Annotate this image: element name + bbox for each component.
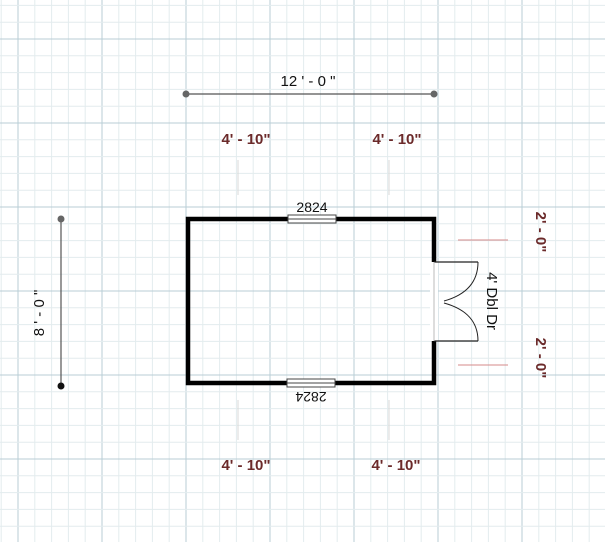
right-upper-segment-label: 2' - 0" — [532, 212, 549, 253]
bottom-window-label: 2824 — [295, 389, 326, 405]
overall-depth-label: 8 ' - 0 " — [31, 290, 48, 337]
overall-width-start-handle[interactable] — [182, 90, 190, 98]
door-guide-lines — [458, 239, 508, 366]
right-lower-segment-label: 2' - 0" — [532, 338, 549, 379]
overall-width-dimension[interactable]: 12 ' - 0 " — [182, 73, 438, 98]
bottom-right-segment-label: 4' - 10" — [371, 457, 420, 474]
overall-depth-end-handle[interactable] — [57, 382, 65, 390]
wall-outline[interactable] — [185, 216, 437, 386]
overall-width-end-handle[interactable] — [430, 90, 438, 98]
door-swing-arc-bottom — [443, 302, 479, 342]
double-door[interactable]: 4' Dbl Dr — [430, 261, 500, 342]
top-window[interactable]: 2824 — [287, 199, 337, 224]
room-walls[interactable] — [185, 216, 437, 386]
top-window-label: 2824 — [296, 199, 327, 215]
top-right-segment-label: 4' - 10" — [372, 131, 421, 148]
overall-depth-start-handle[interactable] — [57, 215, 65, 223]
top-left-segment-label: 4' - 10" — [221, 131, 270, 148]
overall-depth-dimension[interactable]: 8 ' - 0 " — [31, 215, 65, 390]
door-label: 4' Dbl Dr — [483, 272, 500, 330]
door-swing-arc-top — [443, 261, 479, 302]
bottom-window[interactable]: 2824 — [286, 378, 336, 405]
extension-lines — [237, 160, 390, 440]
bottom-left-segment-label: 4' - 10" — [221, 457, 270, 474]
overall-width-label: 12 ' - 0 " — [281, 73, 336, 90]
